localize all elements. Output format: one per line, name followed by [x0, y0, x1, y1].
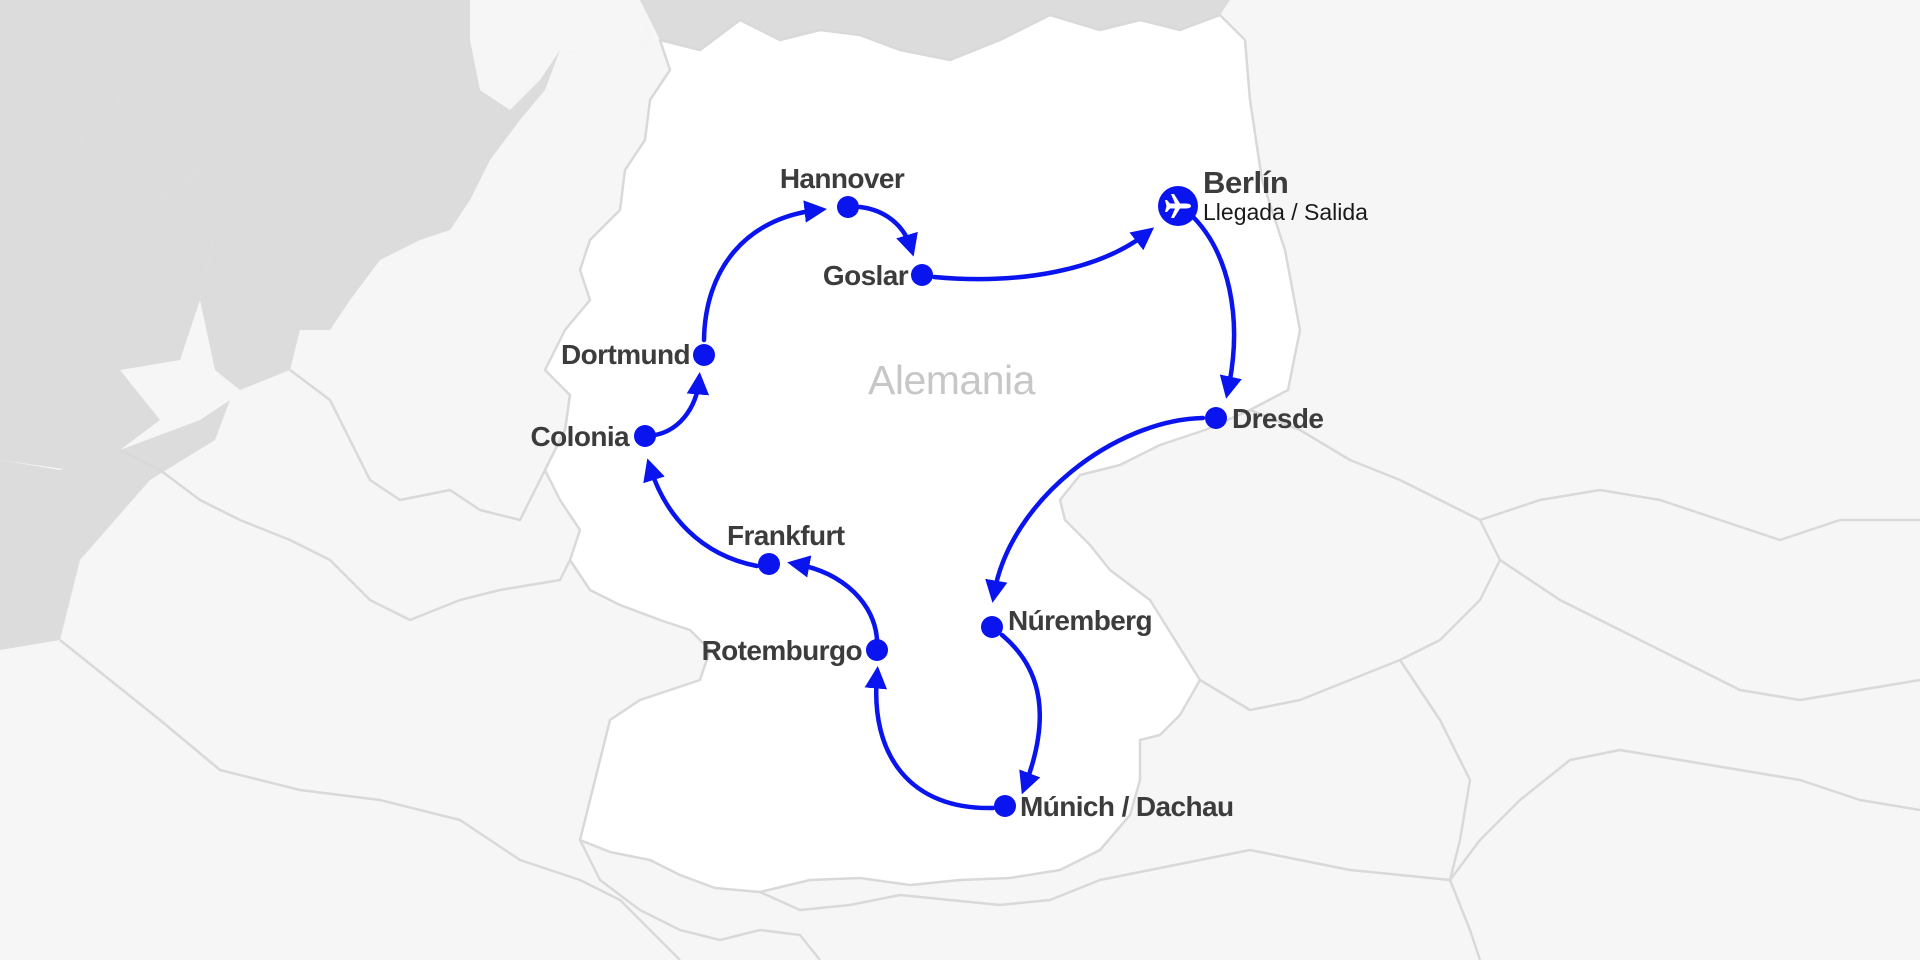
border-hungary: [1449, 748, 1920, 881]
city-label-colonia: Colonia: [531, 421, 630, 452]
border-slovakia: [1499, 558, 1920, 702]
city-label-goslar: Goslar: [823, 260, 909, 291]
city-label-frankfurt: Frankfurt: [727, 520, 845, 551]
route-goslar-berlin: [931, 227, 1155, 282]
border-czechia: [1199, 408, 1502, 712]
border-france: [59, 639, 681, 960]
stop-rotemburgo[interactable]: [866, 639, 888, 661]
stop-goslar[interactable]: [911, 264, 933, 286]
city-label-dortmund: Dortmund: [561, 339, 690, 370]
border-switzerland: [578, 839, 821, 960]
stop-frankfurt[interactable]: [758, 553, 780, 575]
border-netherlands: [289, 369, 572, 522]
route-hannover-goslar: [857, 204, 918, 257]
stop-hannover[interactable]: [837, 196, 859, 218]
route-berlin-dresde: [1185, 209, 1242, 399]
route-nuremberg-munich: [999, 632, 1042, 795]
water-area-sea: [0, 400, 230, 650]
stop-dresde[interactable]: [1205, 407, 1227, 429]
stop-nuremberg[interactable]: [981, 616, 1003, 638]
stop-colonia[interactable]: [634, 425, 656, 447]
route-frankfurt-colonia: [643, 458, 760, 569]
city-label-nuremberg: Núremberg: [1008, 605, 1152, 636]
stops: [634, 186, 1227, 817]
stop-dortmund[interactable]: [693, 344, 715, 366]
city-label-berlin: Berlín: [1203, 165, 1288, 200]
airplane-icon: [1165, 194, 1191, 218]
border-east-interior: [1398, 659, 1482, 960]
city-label-dresde: Dresde: [1232, 403, 1323, 434]
water-area-britain: [0, 0, 215, 470]
water-area-baltic: [640, 0, 1230, 60]
city-label-hannover: Hannover: [780, 163, 905, 194]
stop-munich[interactable]: [994, 795, 1016, 817]
route-rotemburgo-frankfurt: [787, 555, 880, 643]
city-label-rotemburgo: Rotemburgo: [702, 635, 863, 666]
route-dresde-nuremberg: [985, 415, 1206, 603]
country-label: Alemania: [868, 357, 1036, 403]
city-subtitle-berlin: Llegada / Salida: [1203, 199, 1368, 225]
route-dortmund-hannover: [701, 200, 827, 343]
route-munich-rotemburgo: [864, 666, 996, 811]
border-poland: [1479, 488, 1920, 542]
stop-berlin[interactable]: [1158, 186, 1198, 226]
city-labels: Berlín Llegada / Salida Dresde Núremberg…: [531, 163, 1369, 822]
border-belgium: [119, 448, 572, 622]
city-label-munich: Múnich / Dachau: [1020, 791, 1233, 822]
border-austria: [759, 848, 1451, 912]
route-lines: [643, 200, 1242, 811]
land-denmark: [470, 0, 650, 110]
